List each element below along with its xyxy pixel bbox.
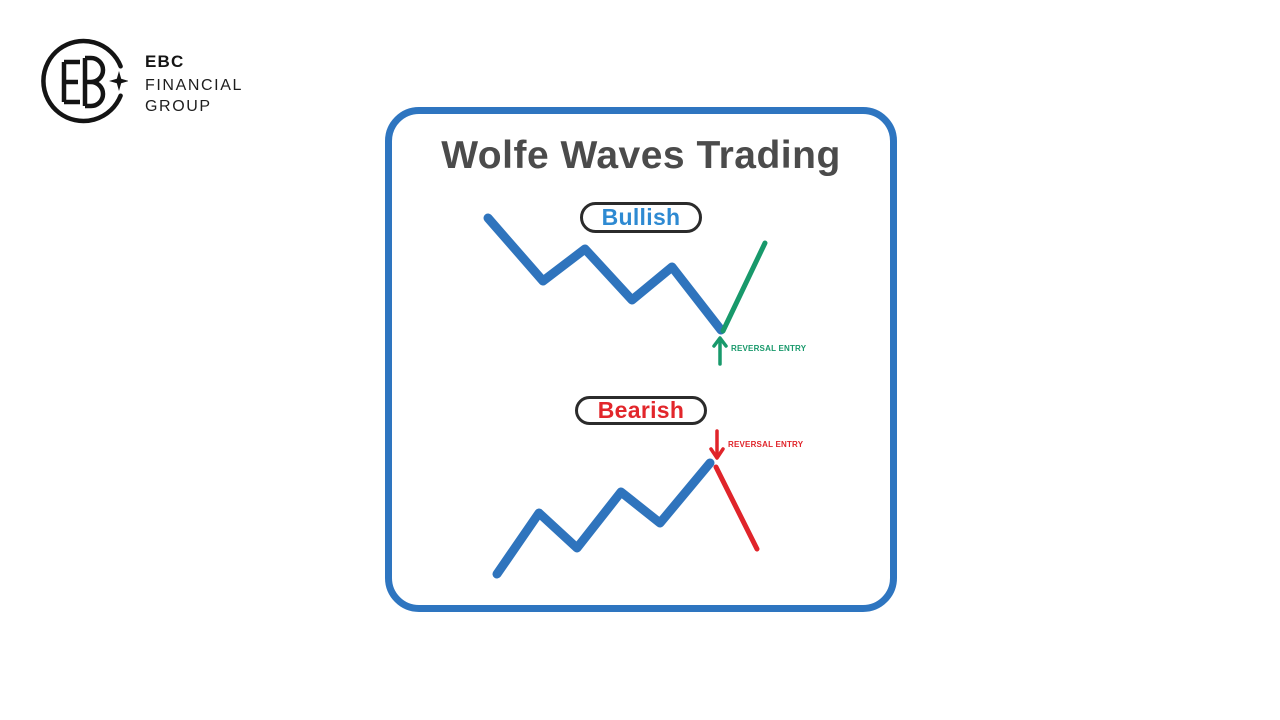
bearish-badge: Bearish [575, 396, 707, 425]
logo-company-name: EBC [145, 51, 185, 71]
bearish-reversal-entry-label: REVERSAL ENTRY [728, 440, 804, 449]
ebc-logo-icon [41, 38, 128, 124]
bullish-badge-label: Bullish [601, 204, 681, 230]
bullish-reversal-entry-label: REVERSAL ENTRY [731, 344, 807, 353]
bearish-badge-label: Bearish [597, 397, 685, 423]
sparkle-icon [109, 71, 128, 91]
logo-wordmark: EBC FINANCIAL GROUP [145, 48, 243, 117]
brand-logo: EBC FINANCIAL GROUP [38, 36, 243, 128]
card-title: Wolfe Waves Trading [441, 134, 841, 177]
logo-line-financial: FINANCIAL [145, 76, 243, 94]
wolfe-waves-card [385, 107, 897, 612]
bullish-badge: Bullish [580, 202, 702, 233]
logo-line-group: GROUP [145, 97, 212, 115]
